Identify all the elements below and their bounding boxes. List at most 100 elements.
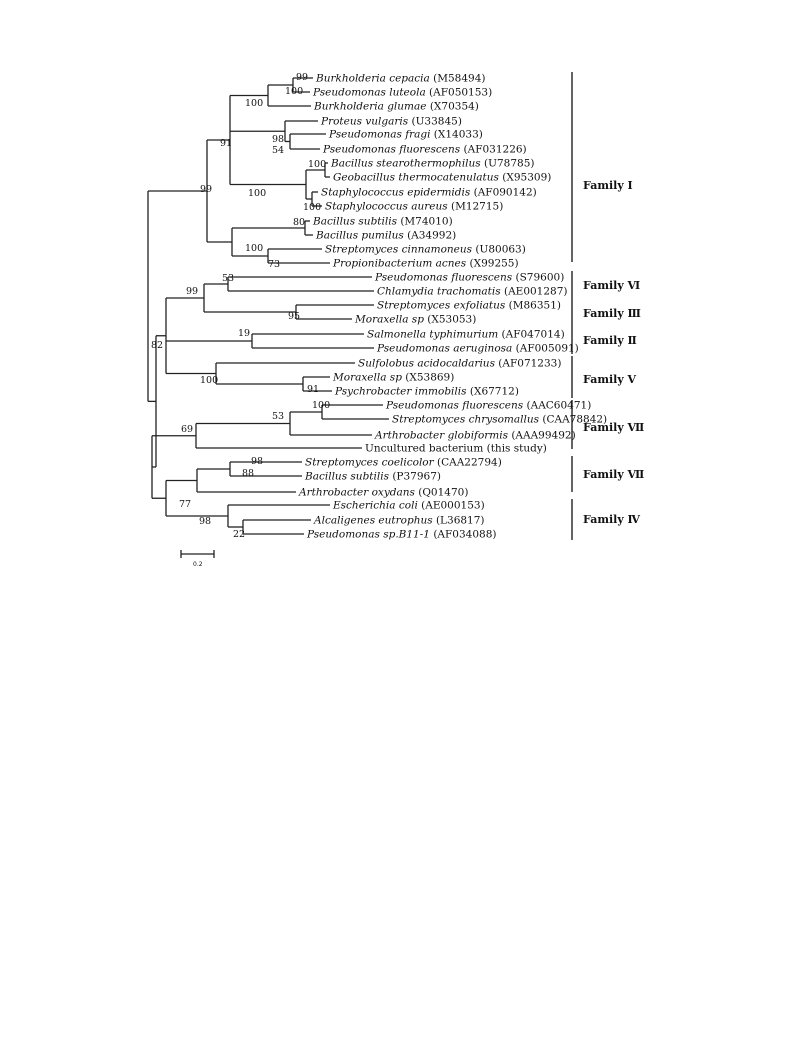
bootstrap-value: 69 bbox=[181, 424, 193, 435]
bootstrap-value: 99 bbox=[186, 286, 198, 297]
bootstrap-value: 100 bbox=[200, 375, 218, 386]
bootstrap-value: 98 bbox=[251, 456, 263, 467]
taxon-accession: (M86351) bbox=[505, 300, 561, 312]
taxon-label: Arthrobacter globiformis (AAA99492) bbox=[374, 430, 576, 442]
family-label: Family Ⅵ bbox=[583, 279, 641, 292]
family-label: Family Ⅴ bbox=[583, 373, 637, 386]
taxon-label: Alcaligenes eutrophus (L36817) bbox=[313, 515, 485, 527]
taxon-label: Burkholderia cepacia (M58494) bbox=[315, 73, 485, 85]
taxon-accession: (X99255) bbox=[466, 258, 518, 270]
taxon-species: Escherichia coli bbox=[332, 500, 418, 512]
taxon-accession: (AF071233) bbox=[495, 358, 561, 370]
bootstrap-value: 98 bbox=[199, 516, 211, 527]
taxon-species: Psychrobacter immobilis bbox=[334, 386, 467, 398]
taxon-accession: (X53869) bbox=[402, 372, 454, 384]
taxon-accession: (AF050153) bbox=[426, 87, 492, 99]
taxon-species: Bacillus subtilis bbox=[304, 471, 390, 483]
taxon-accession: (A34992) bbox=[404, 230, 457, 242]
taxon-accession: (X67712) bbox=[467, 386, 519, 398]
taxon-species: Geobacillus thermocatenulatus bbox=[333, 172, 500, 184]
taxon-accession: (U78785) bbox=[481, 158, 535, 170]
taxon-species: Pseudomonas fluorescens bbox=[385, 400, 524, 412]
taxon-species: Pseudomonas sp.B11-1 bbox=[306, 529, 430, 541]
bootstrap-value: 73 bbox=[268, 259, 280, 270]
taxon-accession: (X14033) bbox=[430, 129, 482, 141]
bootstrap-value: 19 bbox=[238, 328, 250, 339]
taxon-accession: (AAC60471) bbox=[523, 400, 591, 412]
bootstrap-value: 100 bbox=[308, 159, 326, 170]
taxon-species: Moraxella sp bbox=[354, 314, 424, 326]
taxon-label: Bacillus pumilus (A34992) bbox=[315, 230, 456, 242]
bootstrap-value: 100 bbox=[285, 86, 303, 97]
taxon-label: Geobacillus thermocatenulatus (X95309) bbox=[333, 172, 551, 184]
taxon-label: Escherichia coli (AE000153) bbox=[332, 500, 485, 512]
taxon-label: Moraxella sp (X53053) bbox=[354, 314, 476, 326]
bootstrap-value: 99 bbox=[200, 184, 212, 195]
taxon-accession: (L36817) bbox=[433, 515, 485, 527]
bootstrap-value: 88 bbox=[242, 468, 254, 479]
taxon-accession: (M12715) bbox=[448, 201, 504, 213]
bootstrap-value: 100 bbox=[248, 188, 266, 199]
taxon-labels: Burkholderia cepacia (M58494) Pseudomonas… bbox=[298, 73, 607, 541]
taxon-label: Arthrobacter oxydans (Q01470) bbox=[298, 487, 468, 499]
taxon-species: Pseudomonas fluorescens bbox=[374, 272, 513, 284]
taxon-label: Pseudomonas fragi (X14033) bbox=[328, 129, 483, 141]
bootstrap-value: 22 bbox=[233, 529, 245, 540]
taxon-accession: (X53053) bbox=[424, 314, 476, 326]
bootstrap-value: 99 bbox=[296, 72, 308, 83]
taxon-accession: Uncultured bacterium (this study) bbox=[365, 443, 547, 455]
bootstrap-value: 53 bbox=[222, 273, 234, 284]
taxon-species: Proteus vulgaris bbox=[320, 116, 409, 128]
taxon-species: Streptomyces coelicolor bbox=[305, 457, 435, 469]
bootstrap-value: 100 bbox=[303, 202, 321, 213]
taxon-accession: (AE001287) bbox=[501, 286, 568, 298]
taxon-species: Pseudomonas luteola bbox=[312, 87, 426, 99]
taxon-species: Streptomyces chrysomallus bbox=[392, 414, 540, 426]
family-brackets: Family Ⅰ Family Ⅵ Family Ⅲ Family Ⅱ Family Ⅴ… bbox=[571, 72, 645, 540]
scale-bar-label: 0.2 bbox=[193, 561, 203, 568]
taxon-species: Staphylococcus epidermidis bbox=[321, 187, 471, 199]
taxon-species: Chlamydia trachomatis bbox=[377, 286, 501, 298]
taxon-accession: (AF031226) bbox=[460, 144, 526, 156]
taxon-label: Streptomyces cinnamoneus (U80063) bbox=[325, 244, 526, 256]
bootstrap-value: 82 bbox=[151, 340, 163, 351]
taxon-label: Proteus vulgaris (U33845) bbox=[320, 116, 462, 128]
taxon-label: Propionibacterium acnes (X99255) bbox=[332, 258, 519, 270]
taxon-species: Salmonella typhimurium bbox=[367, 329, 498, 341]
family-label: Family Ⅲ bbox=[583, 307, 641, 320]
bootstrap-value: 53 bbox=[272, 411, 284, 422]
taxon-species: Arthrobacter globiformis bbox=[374, 430, 509, 442]
taxon-accession: (X70354) bbox=[427, 101, 479, 113]
bootstrap-values: 9910010098549110010099100801007353999519… bbox=[151, 72, 330, 540]
taxon-label: Streptomyces coelicolor (CAA22794) bbox=[305, 457, 502, 469]
taxon-label: Sulfolobus acidocaldarius (AF071233) bbox=[358, 358, 561, 370]
taxon-label: Pseudomonas fluorescens (AAC60471) bbox=[385, 400, 591, 412]
bootstrap-value: 100 bbox=[245, 243, 263, 254]
taxon-accession: (CAA78842) bbox=[539, 414, 607, 426]
bootstrap-value: 100 bbox=[245, 98, 263, 109]
taxon-accession: (P37967) bbox=[389, 471, 441, 483]
taxon-label: Uncultured bacterium (this study) bbox=[365, 443, 547, 455]
taxon-label: Pseudomonas sp.B11-1 (AF034088) bbox=[306, 529, 496, 541]
bootstrap-value: 98 bbox=[272, 134, 284, 145]
taxon-species: Burkholderia cepacia bbox=[315, 73, 430, 85]
taxon-species: Bacillus subtilis bbox=[312, 216, 398, 228]
taxon-accession: (AF034088) bbox=[430, 529, 496, 541]
taxon-label: Pseudomonas luteola (AF050153) bbox=[312, 87, 492, 99]
taxon-label: Streptomyces exfoliatus (M86351) bbox=[377, 300, 561, 312]
family-label: Family Ⅶ bbox=[583, 468, 645, 481]
taxon-label: Moraxella sp (X53869) bbox=[332, 372, 454, 384]
family-label: Family Ⅳ bbox=[583, 513, 641, 526]
family-label: Family Ⅰ bbox=[583, 179, 633, 192]
taxon-species: Moraxella sp bbox=[332, 372, 402, 384]
bootstrap-value: 91 bbox=[307, 384, 319, 395]
taxon-accession: (M74010) bbox=[397, 216, 453, 228]
scale-bar: 0.2 bbox=[180, 550, 215, 568]
taxon-species: Bacillus stearothermophilus bbox=[330, 158, 481, 170]
taxon-label: Pseudomonas fluorescens (S79600) bbox=[374, 272, 564, 284]
taxon-accession: (X95309) bbox=[499, 172, 551, 184]
taxon-species: Streptomyces cinnamoneus bbox=[325, 244, 473, 256]
family-label: Family Ⅱ bbox=[583, 334, 637, 347]
bootstrap-value: 80 bbox=[293, 217, 305, 228]
